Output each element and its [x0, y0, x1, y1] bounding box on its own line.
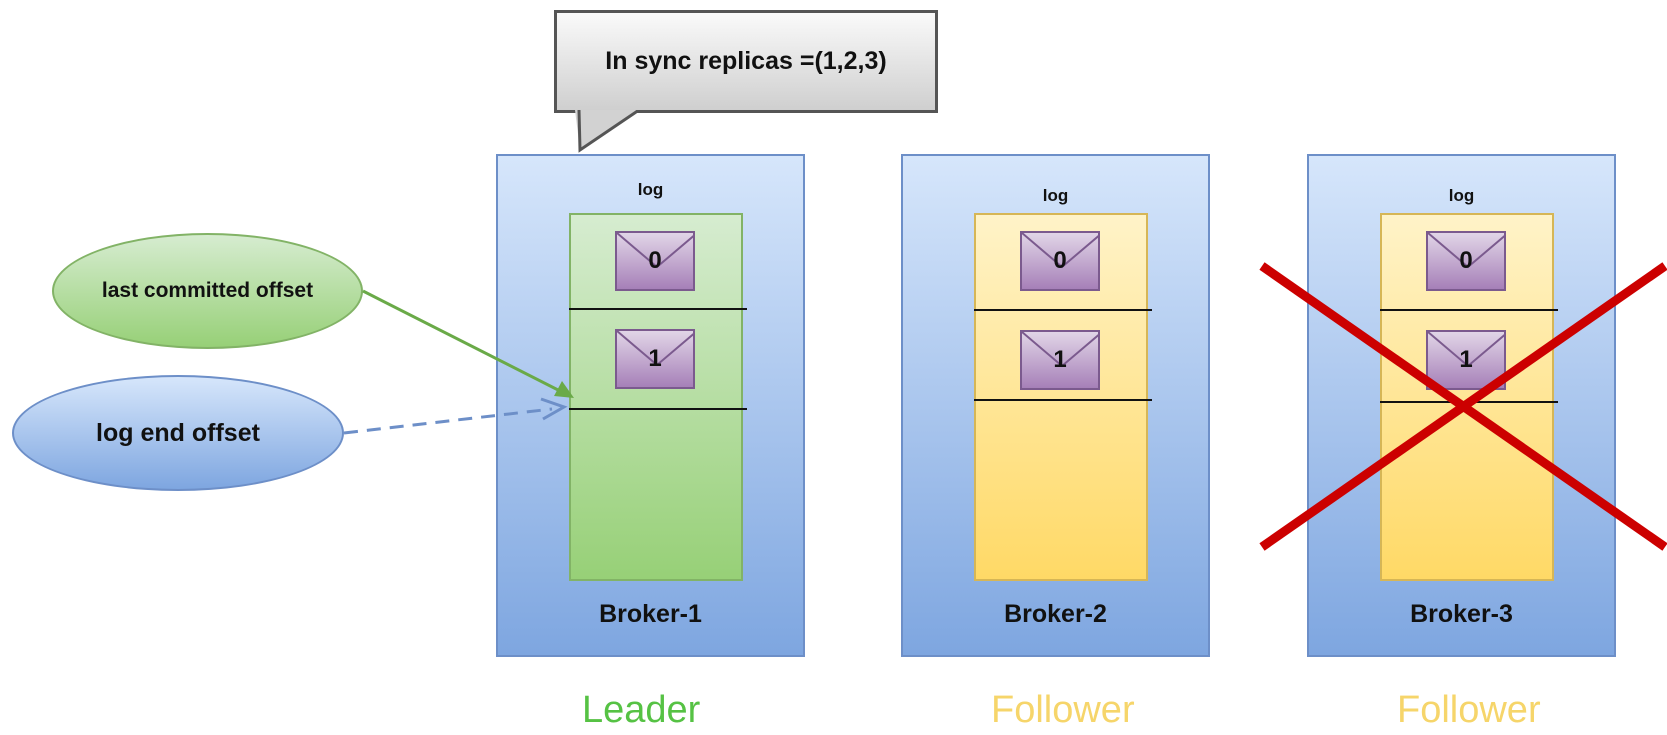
log-end-offset-arrow — [343, 397, 568, 435]
broker-3-name: Broker-3 — [1410, 600, 1513, 628]
broker-3-box: log 0 1 Broker-3 — [1307, 154, 1616, 657]
broker-3-role: Follower — [1397, 689, 1541, 731]
broker-1-box: log 0 1 Broker-1 — [496, 154, 805, 657]
log-end-offset-label: log end offset — [96, 418, 260, 447]
last-committed-offset-label: last committed offset — [101, 279, 314, 302]
broker-1-divider-2 — [569, 408, 747, 410]
broker-3-log-label: log — [1448, 186, 1475, 205]
broker-3-failure-cross-icon — [1259, 262, 1667, 551]
broker-2-message-1: 1 — [1020, 330, 1100, 390]
broker-1-log-label: log — [637, 180, 664, 199]
broker-2-divider-1 — [974, 309, 1152, 311]
broker-1-role: Leader — [582, 689, 701, 731]
isr-callout-text: In sync replicas =(1,2,3) — [605, 47, 887, 75]
broker-3-divider-1 — [1380, 309, 1558, 311]
envelope-icon — [1022, 332, 1098, 368]
envelope-icon — [1022, 233, 1098, 269]
broker-2-name: Broker-2 — [1004, 600, 1107, 628]
broker-1-message-1: 1 — [615, 329, 695, 389]
envelope-icon — [1428, 233, 1504, 269]
broker-2-box: log 0 1 Broker-2 — [901, 154, 1210, 657]
broker-2-role: Follower — [991, 689, 1135, 731]
broker-1-log: 0 1 — [569, 213, 747, 581]
isr-callout: In sync replicas =(1,2,3) — [554, 10, 938, 113]
isr-callout-tail — [575, 110, 640, 153]
broker-3-message-1: 1 — [1426, 330, 1506, 390]
envelope-icon — [617, 331, 693, 367]
last-committed-offset-ellipse: last committed offset — [52, 233, 363, 349]
committed-offset-arrow — [362, 289, 574, 398]
broker-2-log-label: log — [1042, 186, 1069, 205]
broker-1-divider-1 — [569, 308, 747, 310]
log-end-offset-ellipse: log end offset — [12, 375, 344, 491]
broker-2-log: 0 1 — [974, 213, 1152, 581]
broker-3-message-0: 0 — [1426, 231, 1506, 291]
broker-3-log: 0 1 — [1380, 213, 1558, 581]
envelope-icon — [617, 233, 693, 269]
broker-2-divider-2 — [974, 399, 1152, 401]
broker-1-message-0: 0 — [615, 231, 695, 291]
broker-2-message-0: 0 — [1020, 231, 1100, 291]
broker-1-name: Broker-1 — [599, 600, 702, 628]
envelope-icon — [1428, 332, 1504, 368]
